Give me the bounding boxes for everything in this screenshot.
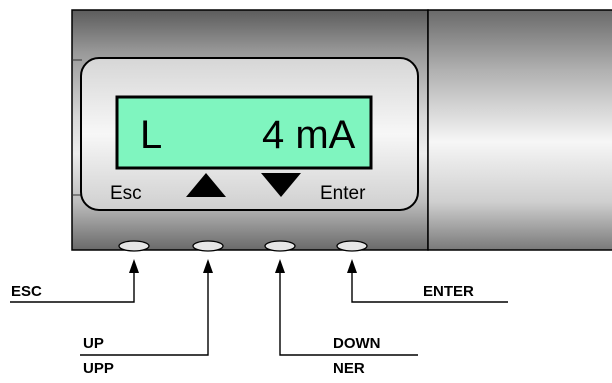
upp-callout-label: UPP [83, 360, 114, 377]
esc-panel-label: Esc [110, 183, 142, 204]
enter-panel-label: Enter [320, 183, 366, 204]
down-key[interactable] [264, 240, 296, 252]
up-callout-label: UP [83, 335, 104, 352]
leader-arrowheads [129, 259, 357, 273]
esc-callout-label: ESC [11, 283, 42, 300]
leader-lines [10, 262, 508, 356]
up-key[interactable] [192, 240, 224, 252]
esc-key[interactable] [118, 240, 150, 252]
lcd-left-text: L [140, 113, 162, 157]
triangle-down-icon [261, 173, 301, 197]
ner-callout-label: NER [333, 360, 365, 377]
triangle-up-icon [186, 173, 226, 197]
enter-callout-label: ENTER [423, 283, 474, 300]
housing-right-section [427, 9, 612, 251]
lcd-display [115, 95, 373, 170]
lcd-right-text: 4 mA [262, 113, 356, 157]
enter-key[interactable] [336, 240, 368, 252]
down-callout-label: DOWN [333, 335, 381, 352]
